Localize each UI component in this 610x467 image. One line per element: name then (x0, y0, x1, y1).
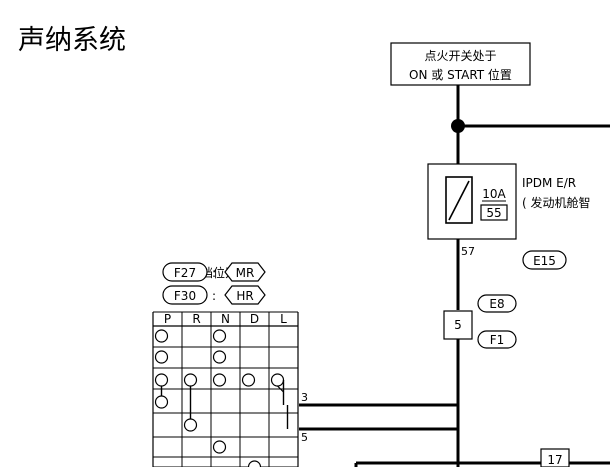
ipdm-name: IPDM E/R (522, 176, 576, 190)
grid-header-n: N (221, 312, 230, 326)
contact-d-6 (247, 460, 262, 467)
contact-p-2 (154, 350, 169, 364)
grid-header-d: D (250, 312, 259, 326)
connector-f30-label: F30 (174, 289, 196, 303)
colon-2: : (212, 289, 216, 303)
contact-row3-1 (183, 373, 198, 387)
connector-e8: E8 (477, 294, 517, 313)
fuse-number: 55 (486, 206, 501, 220)
contact-p-1 (154, 329, 169, 343)
fuse-number-box (480, 204, 508, 221)
colon-1: : (212, 266, 216, 280)
joint-pin: 5 (454, 318, 462, 332)
contact-row3-0 (154, 373, 169, 387)
variant-hr: HR (224, 285, 266, 305)
connector-f1: F1 (477, 330, 517, 349)
connector-e15: E15 (522, 250, 567, 270)
contact-r-4 (183, 418, 198, 432)
joint-connector: 5 (443, 310, 473, 340)
contact-n-1 (212, 329, 227, 343)
ignition-label-line2: ON 或 START 位置 (409, 67, 512, 82)
connector-f27: F27 (162, 262, 208, 282)
fuse-amperage: 10A (482, 187, 506, 201)
grid-header-r: R (192, 312, 200, 326)
connector-pin-17: 17 (540, 448, 570, 467)
ignition-label-box: 点火开关处于 ON 或 START 位置 (390, 42, 531, 86)
svg-text:E8: E8 (489, 297, 504, 311)
ipdm-pin-57: 57 (461, 245, 475, 258)
svg-text:MR: MR (236, 266, 255, 280)
contact-p-3 (154, 395, 169, 409)
contact-row3-3 (241, 373, 256, 387)
svg-text:F27: F27 (174, 266, 196, 280)
grid-header-l: L (280, 312, 287, 326)
svg-text:17: 17 (547, 453, 562, 467)
grid-header-p: P (164, 312, 171, 326)
contact-row3-2 (212, 373, 227, 387)
ipdm-module: 10A 55 (427, 163, 517, 240)
contact-n-2 (212, 350, 227, 364)
variant-hr-label: HR (236, 289, 253, 303)
switch-pin-5: 5 (301, 431, 308, 444)
svg-text:E15: E15 (533, 254, 556, 268)
page-title: 声纳系统 (18, 25, 126, 56)
ipdm-description: ( 发动机舱智 (522, 195, 591, 210)
connector-f30: F30 (162, 285, 208, 305)
contact-row3-4 (270, 373, 285, 387)
variant-mr: MR (224, 262, 266, 282)
ignition-label-line1: 点火开关处于 (424, 49, 496, 63)
svg-text:F1: F1 (490, 333, 505, 347)
switch-pin-3: 3 (301, 391, 308, 404)
contact-n-5 (212, 440, 227, 454)
